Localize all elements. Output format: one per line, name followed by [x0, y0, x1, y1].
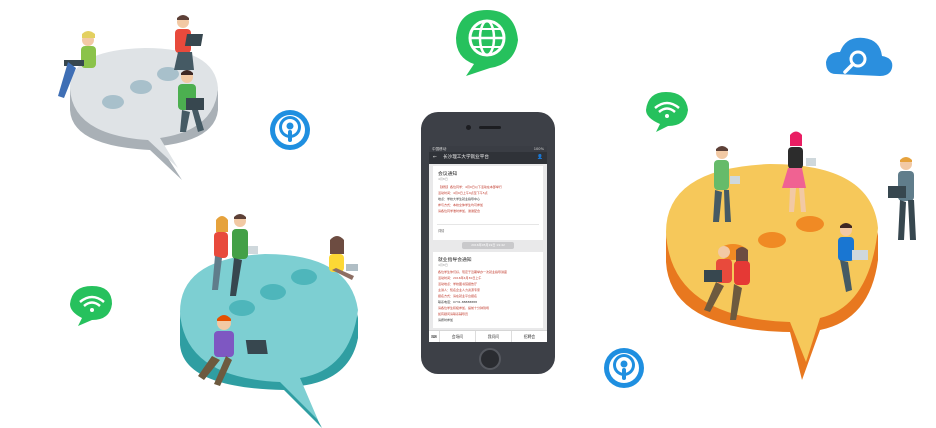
- card-title: 会议通知: [438, 172, 458, 177]
- teal-speech-bubble: [180, 254, 358, 428]
- person-with-laptop-2: [174, 15, 204, 70]
- detail-link[interactable]: 详情: [438, 229, 445, 233]
- person-with-laptop-1: [58, 31, 96, 98]
- card-line: 联系电话：0731-88888888: [438, 300, 477, 304]
- wifi-icon: [70, 286, 112, 326]
- cloud-search-icon: [826, 37, 893, 76]
- phone-home-button[interactable]: [479, 348, 501, 370]
- notice-card-meeting[interactable]: 会议通知 4月8日 【通知】各位同学：4月9日以下活动在本部举行 活动时间：4月…: [433, 166, 543, 240]
- woman-standing-tablet: [782, 131, 816, 212]
- carrier-label: 中国移动: [432, 147, 447, 151]
- person-with-laptop-3: [178, 70, 204, 132]
- wifi-icon: [646, 92, 688, 132]
- app-title: 长沙理工大学就业平台: [443, 155, 489, 160]
- battery-label: 100%: [533, 147, 544, 151]
- card-line: 请各位学生积极参加，提前十分钟到场: [438, 306, 490, 310]
- phone-speaker: [479, 126, 501, 129]
- card-line: 地点：学校大学生就业指导中心: [438, 197, 481, 201]
- man-with-laptop-teal: [198, 315, 268, 386]
- card-line: 活动地点：学校图书馆报告厅: [438, 282, 478, 286]
- gray-speech-bubble: [70, 48, 218, 180]
- man-with-tablet-orange: [713, 146, 740, 222]
- card-line: 【通知】各位同学：4月9日以下活动在本部举行: [438, 185, 502, 189]
- couple-sitting-laptop: [704, 246, 750, 320]
- app-header: ← 长沙理工大学就业平台 👤: [429, 152, 547, 164]
- card-date: 4月8日: [438, 263, 448, 267]
- menu-tab-1[interactable]: 会场问: [440, 331, 476, 342]
- card-line: 请各位同学准时参加，谢谢配合: [438, 209, 481, 213]
- card-line: 如有疑问请联系辅导员: [438, 312, 469, 316]
- card-line: 报名方式：请在就业平台报名: [438, 294, 478, 298]
- divider: [437, 224, 539, 225]
- card-line: 请按时参加: [438, 318, 454, 322]
- keyboard-icon[interactable]: ⌨: [429, 331, 440, 342]
- menu-tab-3[interactable]: 招聘会: [523, 334, 536, 339]
- woman-with-tablet: [329, 236, 358, 280]
- card-line: 主讲人：知名企业人力资源专家: [438, 288, 481, 292]
- timestamp-pill: 2016年05月19日 19:42: [462, 242, 514, 249]
- man-standing-laptop: [888, 157, 916, 240]
- card-line: 参与方式：本校全体学生均可参加: [438, 203, 484, 207]
- phone-camera: [466, 125, 471, 130]
- card-date: 4月8日: [438, 177, 448, 181]
- card-line: 活动时间：4月9日上午9点至下午5点: [438, 191, 488, 195]
- podcast-icon: [270, 110, 310, 150]
- podcast-icon: [604, 348, 644, 388]
- couple-with-tablet: [212, 214, 258, 296]
- menu-tab-2[interactable]: 我问问: [476, 331, 512, 342]
- bottom-menu-bar: ⌨ 会场问 我问问 招聘会: [429, 330, 547, 342]
- status-bar: 中国移动 100%: [429, 146, 547, 152]
- back-icon[interactable]: ←: [433, 155, 437, 160]
- card-line: 各位学生你们好，现定于近期举办一次就业指导讲座: [438, 270, 508, 274]
- user-icon[interactable]: 👤: [537, 155, 543, 160]
- man-sitting-laptop-orange: [838, 223, 868, 292]
- globe-icon: [456, 10, 518, 76]
- phone-screen: 中国移动 100% ← 长沙理工大学就业平台 👤 会议通知 4月8日 【通知】各…: [429, 146, 547, 342]
- notice-card-career[interactable]: 就业指导会通知 4月8日 各位学生你们好，现定于近期举办一次就业指导讲座 活动时…: [433, 252, 543, 328]
- card-line: 活动时间：2016年4月30日上午: [438, 276, 482, 280]
- card-title: 就业指导会通知: [438, 258, 472, 263]
